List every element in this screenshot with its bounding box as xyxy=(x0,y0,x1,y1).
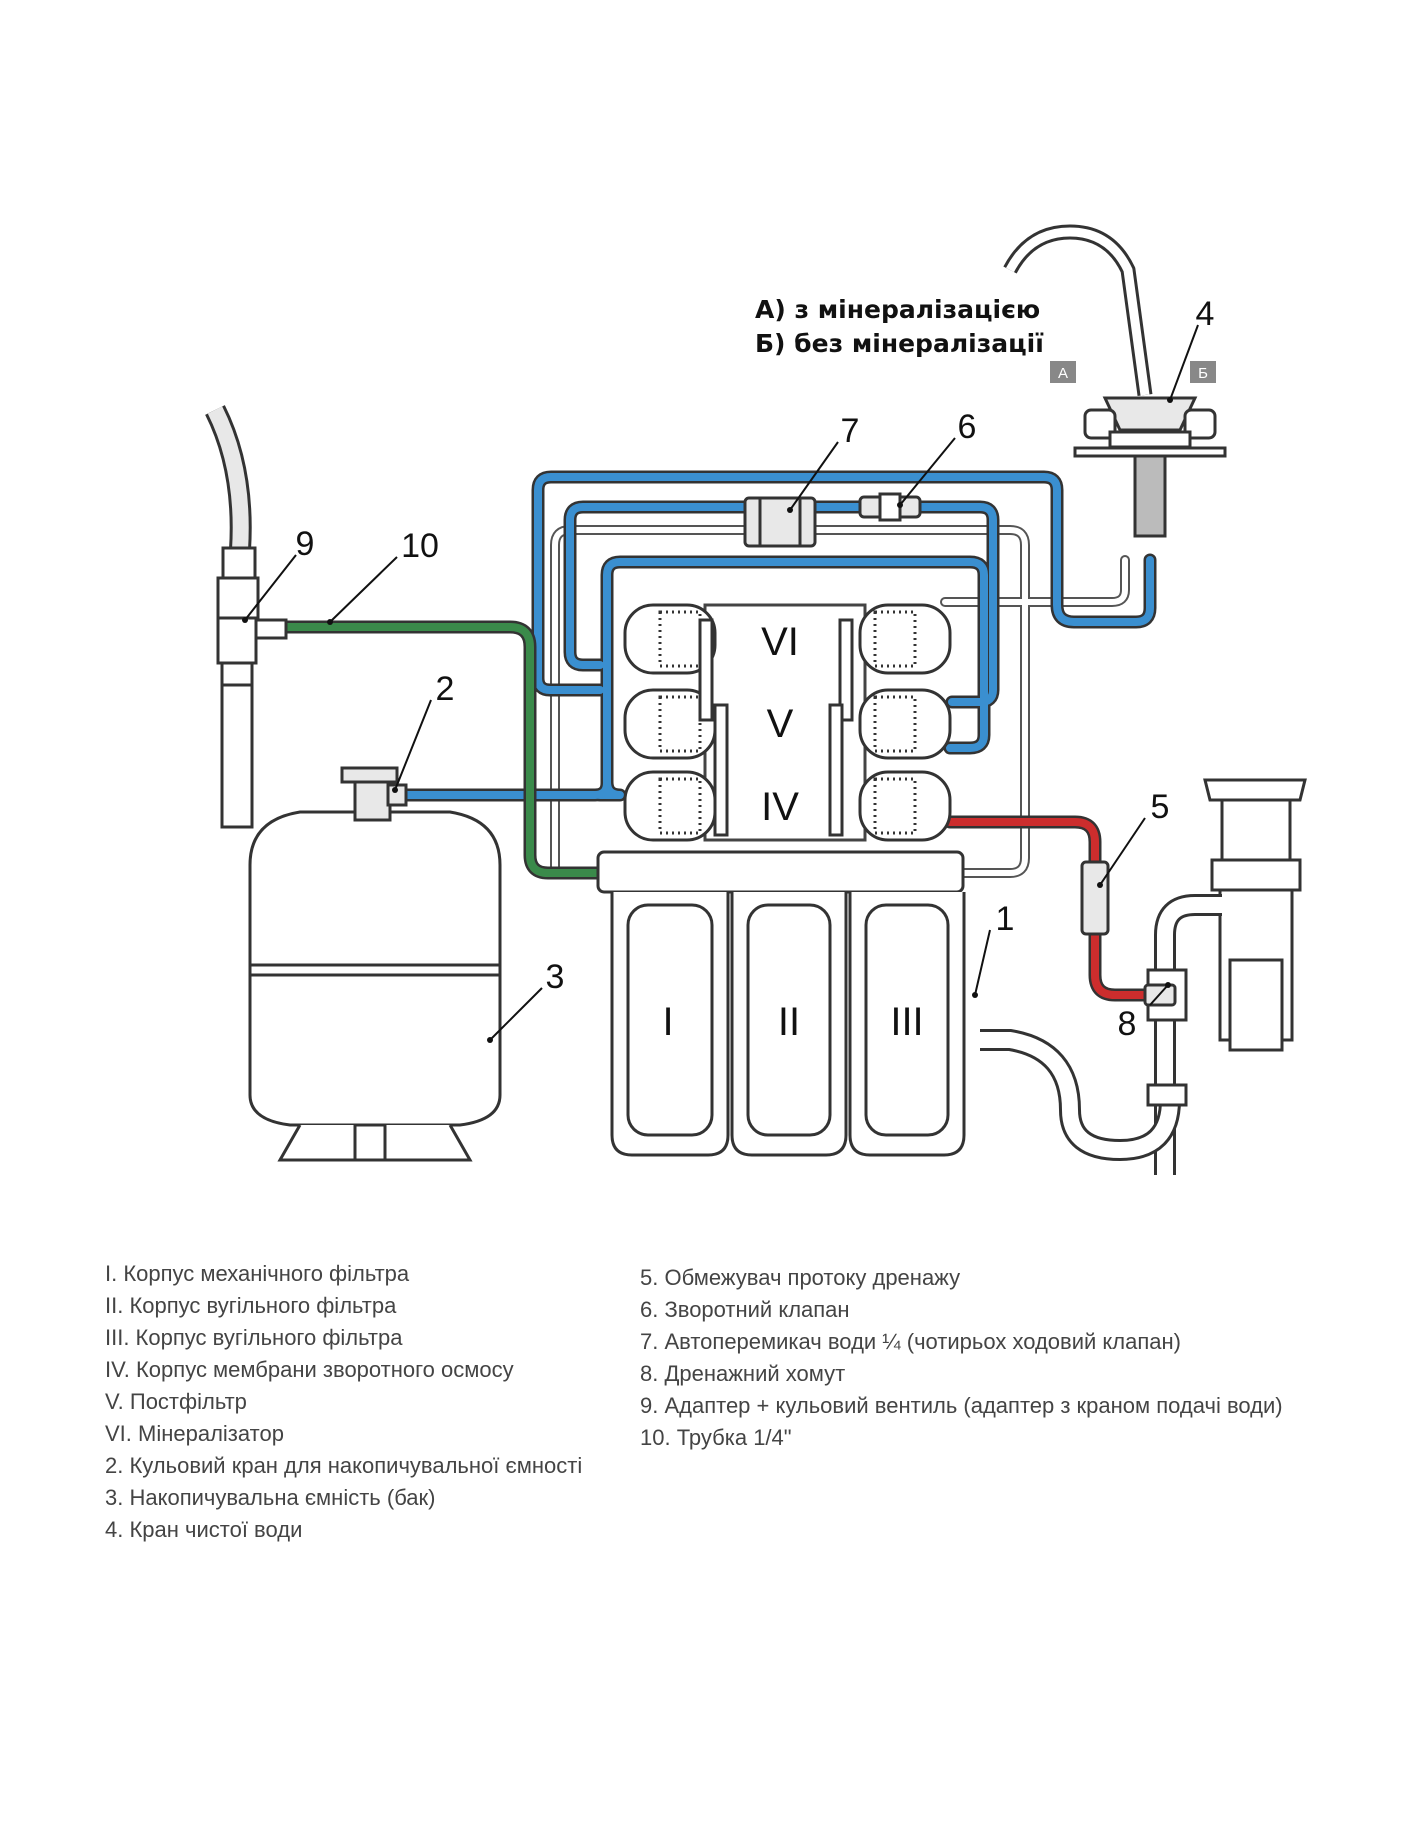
stage-label-I: I xyxy=(662,1000,673,1044)
callout-10: 10 xyxy=(401,527,439,565)
legend-right: 5. Обмежувач протоку дренажу 6. Зворотни… xyxy=(640,1262,1283,1454)
housing-II xyxy=(730,892,848,1157)
legend-item: 7. Автоперемикач води ¼ (чотирьох ходови… xyxy=(640,1329,1181,1354)
cartridge-IV xyxy=(623,770,952,842)
source-water-tube xyxy=(278,620,607,880)
storage-tank xyxy=(248,810,502,1162)
legend-item: VI. Мінералізатор xyxy=(105,1421,284,1446)
callout-1: 1 xyxy=(996,900,1015,938)
callout-5: 5 xyxy=(1151,788,1170,826)
heading-line-b: Б) без мінералізації xyxy=(755,329,1044,358)
legend-item: II. Корпус вугільного фільтра xyxy=(105,1293,397,1318)
legend-item: 4. Кран чистої води xyxy=(105,1517,303,1542)
legend-item: 5. Обмежувач протоку дренажу xyxy=(640,1265,961,1290)
faucet-tag-a: А xyxy=(1050,361,1076,383)
legend-left: I. Корпус механічного фільтра II. Корпус… xyxy=(105,1258,582,1546)
stage-labels-inline: VI V IV xyxy=(761,620,799,829)
drain-tube xyxy=(943,815,1152,1002)
callout-9: 9 xyxy=(296,525,315,563)
callout-3: 3 xyxy=(546,958,565,996)
water-supply-adapter xyxy=(205,405,288,829)
housing-III xyxy=(848,892,966,1157)
stage-label-VI: VI xyxy=(761,620,799,664)
stage-label-II: II xyxy=(778,1000,800,1044)
callout-6: 6 xyxy=(958,408,977,446)
legend-item: I. Корпус механічного фільтра xyxy=(105,1261,410,1286)
callout-2: 2 xyxy=(436,670,455,708)
svg-text:Б: Б xyxy=(1198,365,1208,382)
callout-4: 4 xyxy=(1196,295,1215,333)
callout-dots xyxy=(242,397,1173,1043)
drain-flow-restrictor xyxy=(1080,860,1110,936)
legend-item: 9. Адаптер + кульовий вентиль (адаптер з… xyxy=(640,1393,1283,1418)
legend-item: 2. Кульовий кран для накопичувальної ємн… xyxy=(105,1453,583,1478)
housing-I xyxy=(610,892,730,1157)
grey-tubes-inner xyxy=(552,527,1128,876)
stage-label-V: V xyxy=(767,702,794,746)
diagram-heading: А) з мінералізацією Б) без мінералізації xyxy=(755,295,1044,358)
faucet-tag-b: Б xyxy=(1190,361,1216,383)
stage-label-IV: IV xyxy=(761,785,799,829)
heading-line-a: А) з мінералізацією xyxy=(755,295,1040,324)
cartridge-V xyxy=(623,688,952,760)
legend-item: 6. Зворотний клапан xyxy=(640,1297,850,1322)
legend-item: 3. Накопичувальна ємність (бак) xyxy=(105,1485,436,1510)
inline-cartridges xyxy=(623,603,952,842)
legend-item: V. Постфільтр xyxy=(105,1389,247,1414)
callout-labels: 1 2 3 4 5 6 7 8 9 10 xyxy=(296,295,1215,1043)
callout-7: 7 xyxy=(841,412,860,450)
check-valve xyxy=(858,492,922,522)
auto-shutoff-valve xyxy=(743,496,817,548)
sink-siphon xyxy=(980,778,1307,1175)
svg-text:А: А xyxy=(1058,365,1068,382)
legend-item: III. Корпус вугільного фільтра xyxy=(105,1325,403,1350)
stage-label-III: III xyxy=(890,1000,923,1044)
clean-water-faucet xyxy=(1003,224,1227,538)
stage-labels-main: I II III xyxy=(662,1000,923,1044)
legend-item: 8. Дренажний хомут xyxy=(640,1361,846,1386)
callout-leaders xyxy=(244,324,1199,1041)
callout-8: 8 xyxy=(1118,1005,1137,1043)
legend-item: IV. Корпус мембрани зворотного осмосу xyxy=(105,1357,514,1382)
main-filter-housings xyxy=(596,850,966,1157)
ro-system-diagram: А) з мінералізацією Б) без мінералізації xyxy=(205,224,1307,1175)
legend-item: 10. Трубка 1/4" xyxy=(640,1425,792,1450)
